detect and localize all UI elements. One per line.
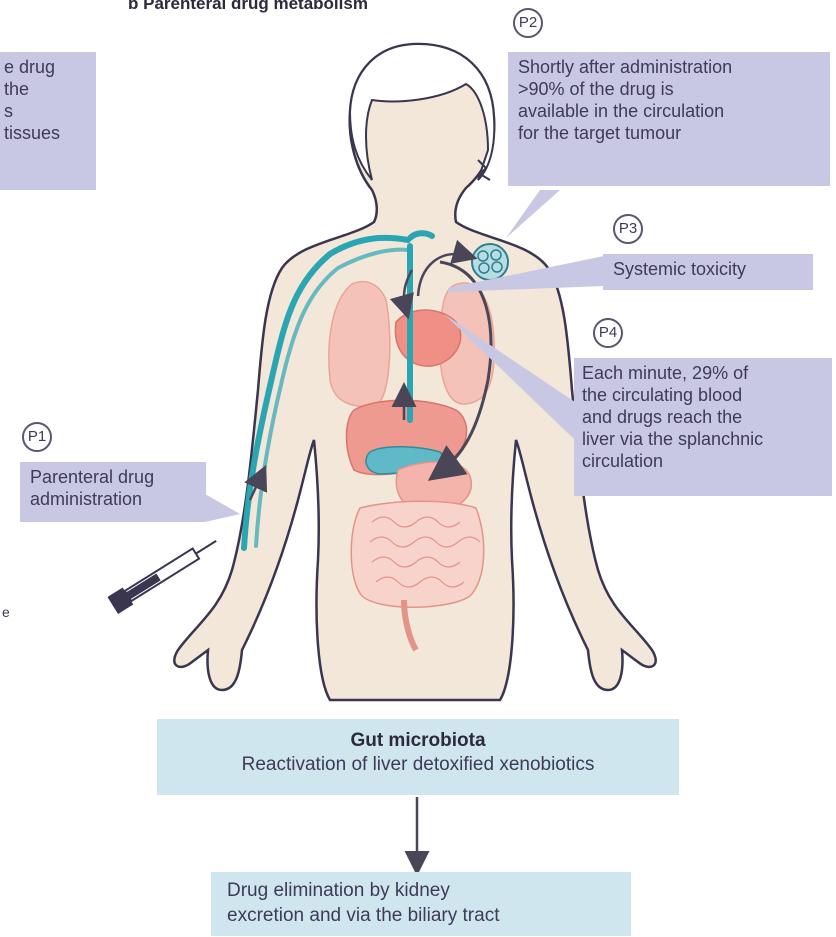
step-tag-p3: P3	[613, 214, 643, 244]
callout-p2: Shortly after administration >90% of the…	[508, 52, 830, 186]
heart	[395, 310, 460, 366]
gut-microbiota-box: Gut microbiota Reactivation of liver det…	[157, 719, 679, 795]
callout-p1: Parenteral drug administration	[20, 462, 206, 522]
syringe	[107, 532, 221, 614]
step-tag-p1: P1	[22, 422, 52, 452]
connector-p1	[205, 494, 240, 522]
cropped-callout: e drug the s tissues	[0, 52, 96, 190]
callout-p4: Each minute, 29% of the circulating bloo…	[574, 358, 832, 496]
gut-subtitle: Reactivation of liver detoxified xenobio…	[157, 753, 679, 777]
callout-p3: Systemic toxicity	[603, 254, 813, 290]
stray-letter: e	[2, 604, 10, 620]
step-tag-p2: P2	[513, 8, 543, 38]
intestines	[351, 501, 483, 607]
tumour	[472, 244, 508, 280]
panel-title: b Parenteral drug metabolism	[128, 0, 368, 14]
connector-p2	[506, 190, 560, 238]
gut-heading: Gut microbiota	[157, 729, 679, 753]
elimination-box: Drug elimination by kidney excretion and…	[211, 872, 631, 936]
step-tag-p4: P4	[593, 318, 623, 348]
